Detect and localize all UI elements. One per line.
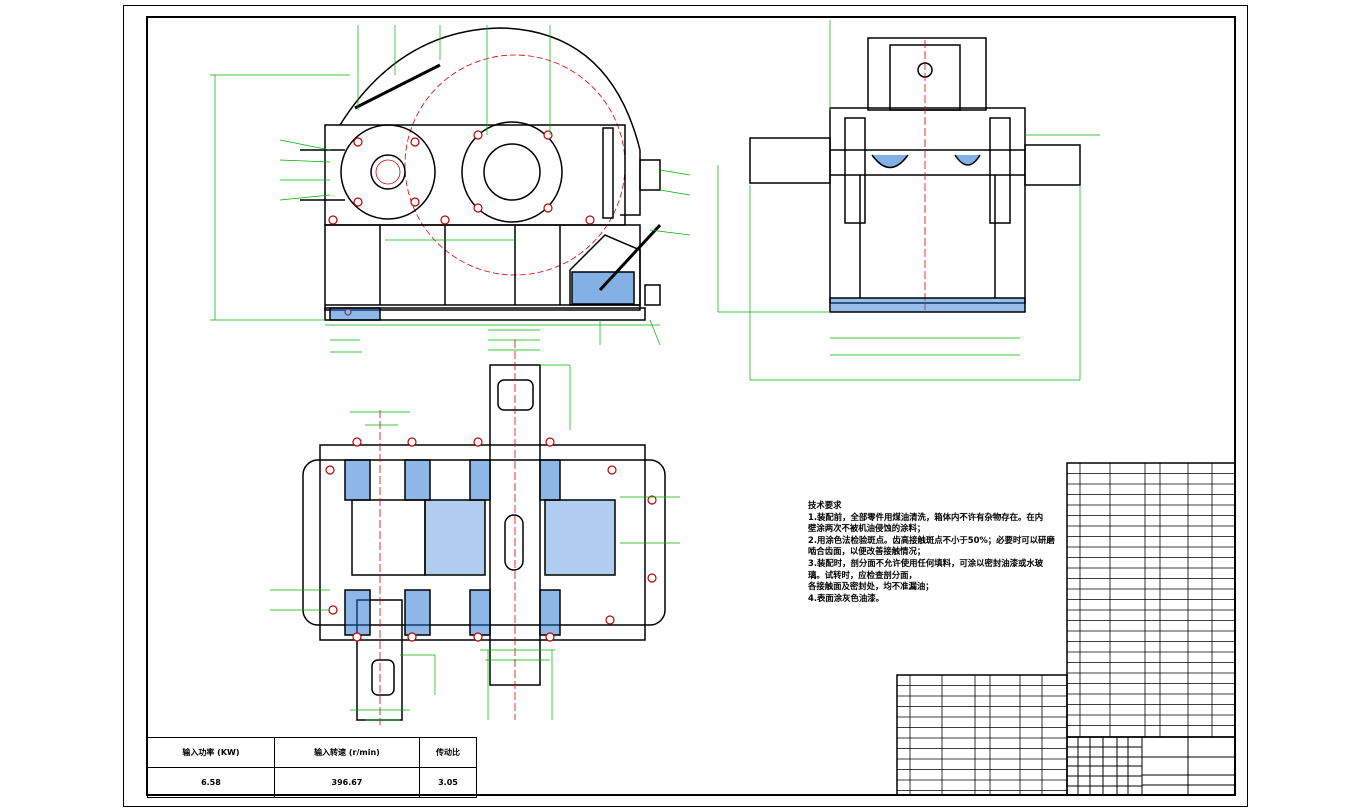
parameters-header-row: 输入功率 (KW) 输入转速 (r/min) 传动比 bbox=[147, 737, 478, 768]
parts-list-left bbox=[896, 674, 1068, 796]
tech-requirement-line: 4.表面涂灰色油漆。 bbox=[808, 592, 885, 603]
parameters-table: 输入功率 (KW) 输入转速 (r/min) 传动比 6.58 396.67 3… bbox=[147, 737, 478, 798]
parameters-value-row: 6.58 396.67 3.05 bbox=[147, 767, 478, 798]
outer-frame bbox=[123, 5, 1248, 807]
side-view-dimensions bbox=[717, 20, 1100, 381]
param-value-input-speed: 396.67 bbox=[273, 767, 420, 798]
table-border bbox=[896, 674, 1068, 796]
inner-frame bbox=[146, 16, 1236, 796]
tech-requirement-line: 各接触面及密封处，均不准漏油； bbox=[808, 581, 934, 592]
top-view bbox=[302, 340, 666, 725]
tech-requirement-line: 2.用涂色法检验斑点。齿高接触斑点不小于50%；必要时可以研磨 bbox=[808, 534, 1055, 545]
tech-requirement-line: 璃。试转时，应检查剖分面， bbox=[808, 569, 917, 580]
tech-requirement-line: 1.装配前，全部零件用煤油清洗，箱体内不许有杂物存在。在内 bbox=[808, 511, 1044, 522]
side-view bbox=[749, 37, 1081, 313]
param-header-ratio: 传动比 bbox=[418, 737, 478, 768]
front-view bbox=[300, 27, 662, 321]
front-view-dimensions bbox=[210, 25, 691, 353]
tech-requirement-line: 啮合齿面，以便改善接触情况； bbox=[808, 546, 926, 557]
tech-requirement-line: 壁涂两次不被机油侵蚀的涂料； bbox=[808, 523, 926, 534]
param-value-input-power: 6.58 bbox=[147, 767, 275, 798]
param-header-input-power: 输入功率 (KW) bbox=[147, 737, 275, 768]
title-block bbox=[1066, 736, 1236, 796]
technical-requirements: 技术要求 1.装配前，全部零件用煤油清洗，箱体内不许有杂物存在。在内 壁涂两次不… bbox=[808, 500, 1068, 604]
parts-list-right bbox=[1066, 462, 1236, 738]
tech-requirement-line: 3.装配时，剖分面不允许使用任何填料，可涂以密封油漆或水玻 bbox=[808, 557, 1044, 568]
top-view-dimensions bbox=[270, 329, 680, 721]
param-value-ratio: 3.05 bbox=[418, 767, 478, 798]
param-header-input-speed: 输入转速 (r/min) bbox=[273, 737, 420, 768]
table-border bbox=[1066, 462, 1236, 738]
tech-requirements-title: 技术要求 bbox=[808, 500, 842, 510]
